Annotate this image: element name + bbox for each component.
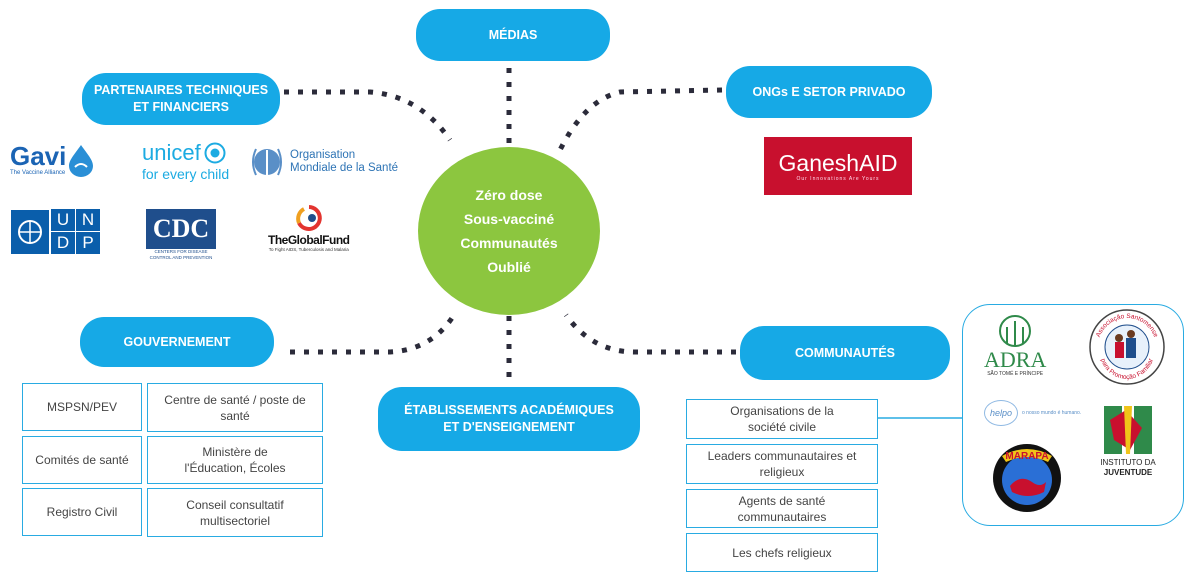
globalfund-logo: TheGlobalFund To Fight AIDS, Tuberculosi… [268, 203, 350, 253]
node-gouvernement-label: GOUVERNEMENT [123, 334, 231, 349]
box-conseil-label: Conseil consultatif [186, 497, 284, 512]
node-etablissements-label: ÉTABLISSEMENTS ACADÉMIQUES [404, 403, 614, 417]
box-agents: Agents de santé communautaires [686, 489, 878, 528]
box-organisations-label: société civile [747, 420, 817, 434]
undp-emblem-icon [11, 209, 49, 254]
connector-communautes [563, 313, 736, 355]
box-centre-sante: Centre de santé / poste de santé [147, 383, 323, 432]
box-leaders-label: Leaders communautaires et [707, 449, 857, 463]
undp-letter: N [76, 209, 100, 231]
oms-line: Organisation [290, 149, 356, 161]
adra-logo: ADRA SÃO TOMÉ E PRÍNCIPE [984, 313, 1046, 378]
box-comites-sante: Comités de santé [22, 436, 142, 484]
adra-name: ADRA [984, 347, 1047, 372]
connector-ongs [557, 87, 723, 152]
gavi-name: Gavi [10, 141, 67, 171]
node-partenaires-label: PARTENAIRES TECHNIQUES [93, 83, 269, 97]
node-etablissements: ÉTABLISSEMENTS ACADÉMIQUES ET D'ENSEIGNE… [378, 387, 640, 451]
node-etablissements-label: ET D'ENSEIGNEMENT [443, 420, 575, 434]
instituto-emblem-icon [1104, 406, 1152, 454]
center-node: Zéro dose Sous-vacciné Communautés Oubli… [418, 147, 600, 315]
box-centre-sante-label: santé [220, 408, 250, 423]
node-medias-label: MÉDIAS [488, 27, 538, 42]
gavi-tagline: The Vaccine Alliance [10, 170, 66, 176]
box-ministere: Ministère de l'Éducation, Écoles [147, 436, 323, 484]
connector-gouvernement [290, 316, 455, 355]
ganeshaid-tagline: Our Innovations Are Yours [796, 175, 880, 182]
gavi-logo: Gavi The Vaccine Alliance [10, 143, 96, 177]
node-partenaires: PARTENAIRES TECHNIQUES ET FINANCIERS [82, 73, 280, 125]
center-line: Communautés [460, 235, 558, 251]
unicef-logo: unicef for every child [142, 141, 229, 183]
marapa-logo: MARAPA [990, 442, 1064, 514]
globalfund-tagline: To Fight AIDS, Tuberculosis and Malaria [268, 247, 349, 252]
node-medias: MÉDIAS [416, 9, 610, 61]
instituto-line: INSTITUTO DA [1100, 458, 1156, 467]
unicef-tagline: for every child [142, 166, 230, 182]
instituto-line: JUVENTUDE [1103, 468, 1153, 477]
unicef-name: unicef [142, 140, 201, 165]
box-registro-civil-label: Registro Civil [46, 505, 118, 519]
center-line: Zéro dose [475, 187, 543, 203]
globalfund-name: TheGlobalFund [268, 233, 350, 247]
globalfund-emblem-icon [295, 205, 322, 231]
cdc-name: CDC [146, 209, 216, 249]
box-leaders: Leaders communautaires et religieux [686, 444, 878, 484]
box-mspsn: MSPSN/PEV [22, 383, 142, 431]
connector-partenaires [284, 89, 453, 142]
cdc-logo: CDC CENTERS FOR DISEASE CONTROL AND PREV… [146, 209, 216, 261]
adra-emblem-icon [999, 315, 1032, 347]
helpo-tagline: o nosso mundo é humano. [1022, 410, 1082, 416]
box-organisations: Organisations de la société civile [686, 399, 878, 439]
box-organisations-label: Organisations de la [730, 404, 834, 418]
box-chefs-religieux: Les chefs religieux [686, 533, 878, 572]
gavi-drop-icon [69, 145, 94, 177]
asf-emblem-icon: Associação Santomense para Promoção Fami… [1089, 309, 1165, 385]
node-gouvernement: GOUVERNEMENT [80, 317, 274, 367]
box-registro-civil: Registro Civil [22, 488, 142, 536]
undp-letter: D [51, 232, 75, 254]
instituto-logo: INSTITUTO DA JUVENTUDE [1098, 402, 1158, 478]
box-comites-sante-label: Comités de santé [35, 453, 129, 467]
oms-logo: Organisation Mondiale de la Santé [248, 145, 398, 179]
ganeshaid-name: GaneshAID [778, 149, 898, 176]
node-ongs-label: ONGs E SETOR PRIVADO [752, 84, 906, 99]
unicef-emblem-icon [204, 142, 226, 164]
box-chefs-religieux-label: Les chefs religieux [732, 545, 832, 560]
adra-tagline: SÃO TOMÉ E PRÍNCIPE [987, 371, 1044, 377]
helpo-logo: helpo o nosso mundo é humano. [984, 400, 1081, 426]
node-communautes-label: COMMUNAUTÉS [795, 345, 895, 360]
box-ministere-label: l'Éducation, Écoles [184, 461, 286, 475]
asf-logo: Associação Santomense para Promoção Fami… [1088, 308, 1166, 386]
marapa-emblem-icon: MARAPA [993, 444, 1061, 512]
undp-logo: U N D P [11, 209, 100, 254]
undp-letter: P [76, 232, 100, 254]
box-leaders-label: religieux [759, 465, 805, 479]
box-ministere-label: Ministère de [202, 445, 268, 459]
box-conseil: Conseil consultatif multisectoriel [147, 488, 323, 537]
box-agents-label: Agents de santé [738, 493, 826, 508]
box-centre-sante-label: Centre de santé / poste de [164, 392, 306, 407]
center-line: Oublié [487, 259, 531, 275]
box-conseil-label: multisectoriel [199, 513, 271, 528]
cdc-line: CONTROL AND PREVENTION [149, 255, 213, 260]
oms-line: Mondiale de la Santé [290, 162, 399, 174]
marapa-name: MARAPA [1005, 451, 1048, 462]
node-partenaires-label: ET FINANCIERS [133, 100, 229, 114]
cdc-line: CENTERS FOR DISEASE [154, 249, 208, 254]
box-mspsn-label: MSPSN/PEV [46, 400, 118, 414]
ganeshaid-logo: GaneshAID Our Innovations Are Yours [764, 137, 912, 195]
undp-letter: U [51, 209, 75, 231]
box-agents-label: communautaires [737, 509, 827, 524]
helpo-name: helpo [984, 400, 1018, 426]
node-communautes: COMMUNAUTÉS [740, 326, 950, 380]
node-ongs: ONGs E SETOR PRIVADO [726, 66, 932, 118]
who-emblem-icon [252, 148, 282, 176]
center-line: Sous-vacciné [463, 211, 555, 227]
